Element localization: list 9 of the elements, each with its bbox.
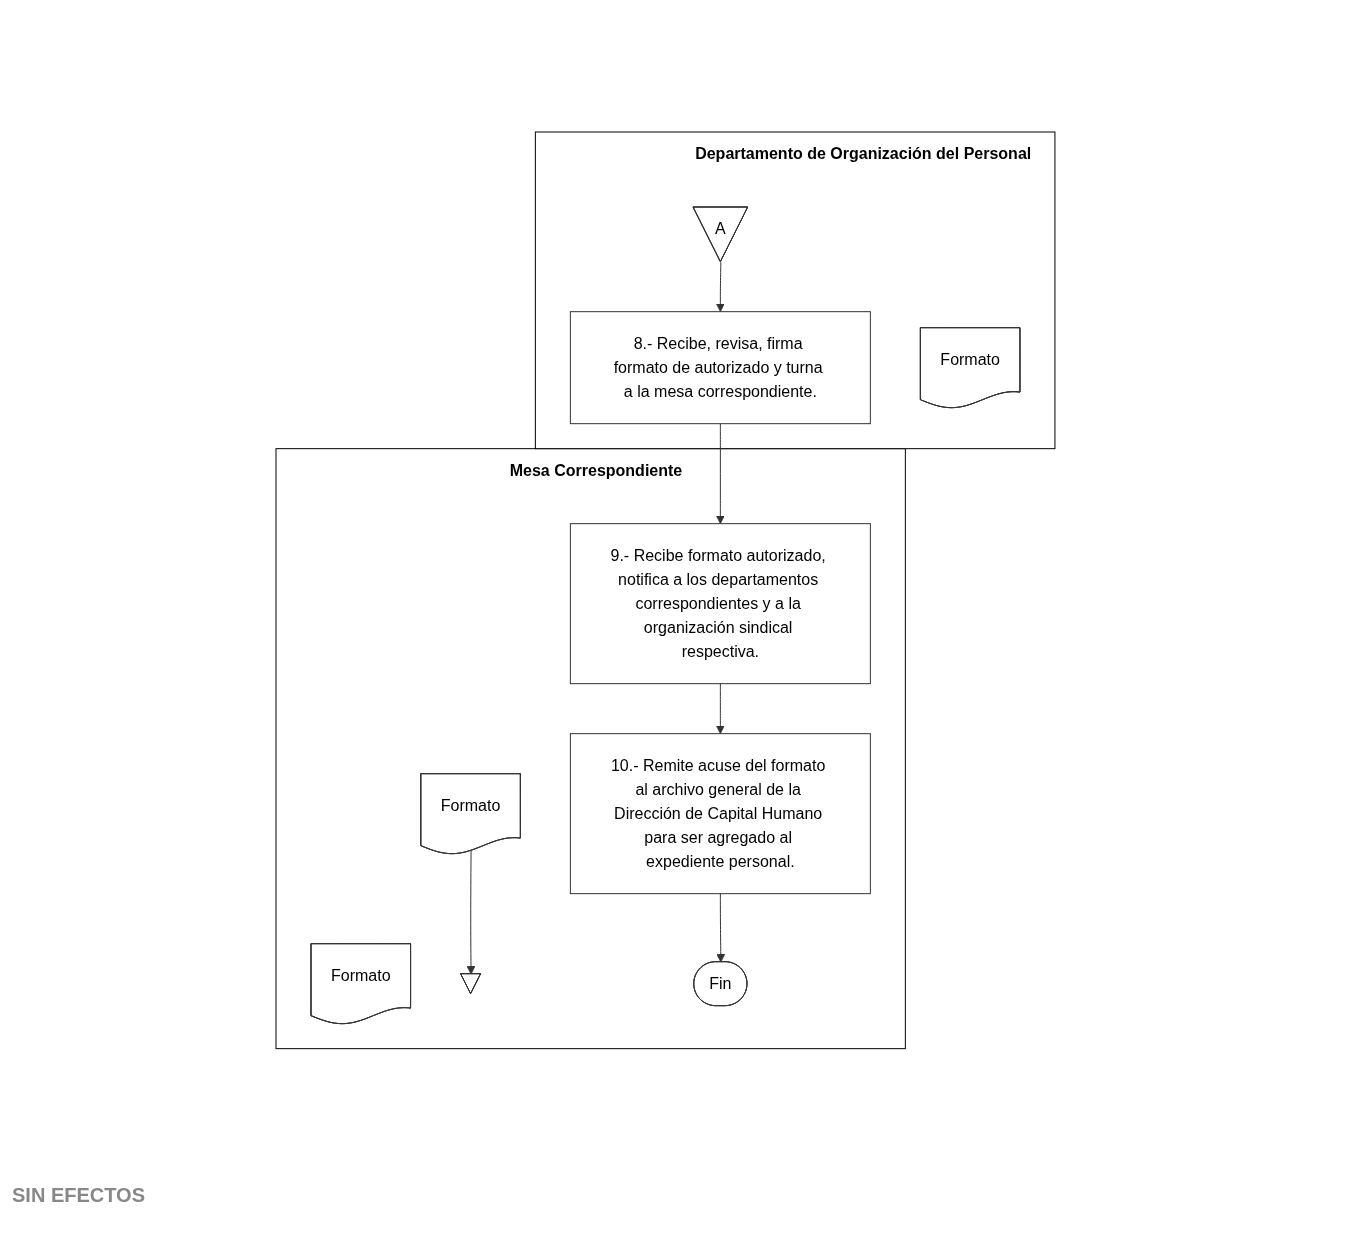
- arrow: [715, 422, 725, 524]
- arrow: [715, 261, 725, 312]
- arrow: [715, 892, 725, 963]
- node-box: 10.- Remite acuse del formato al archivo general de la Dirección de Capital Humano para ser agregado al expediente personal.: [569, 732, 871, 894]
- node-box: 9.- Recibe formato autorizado, notifica a los departamentos correspondientes y a la organización sindical respectiva.: [569, 522, 871, 684]
- arrow: [466, 850, 475, 975]
- arrow: [715, 682, 725, 734]
- stamp-text: SIN EFECTOS: [12, 1184, 146, 1207]
- node-box: 8.- Recibe, revisa, firma formato de autorizado y turna a la mesa correspondiente.: [569, 310, 871, 424]
